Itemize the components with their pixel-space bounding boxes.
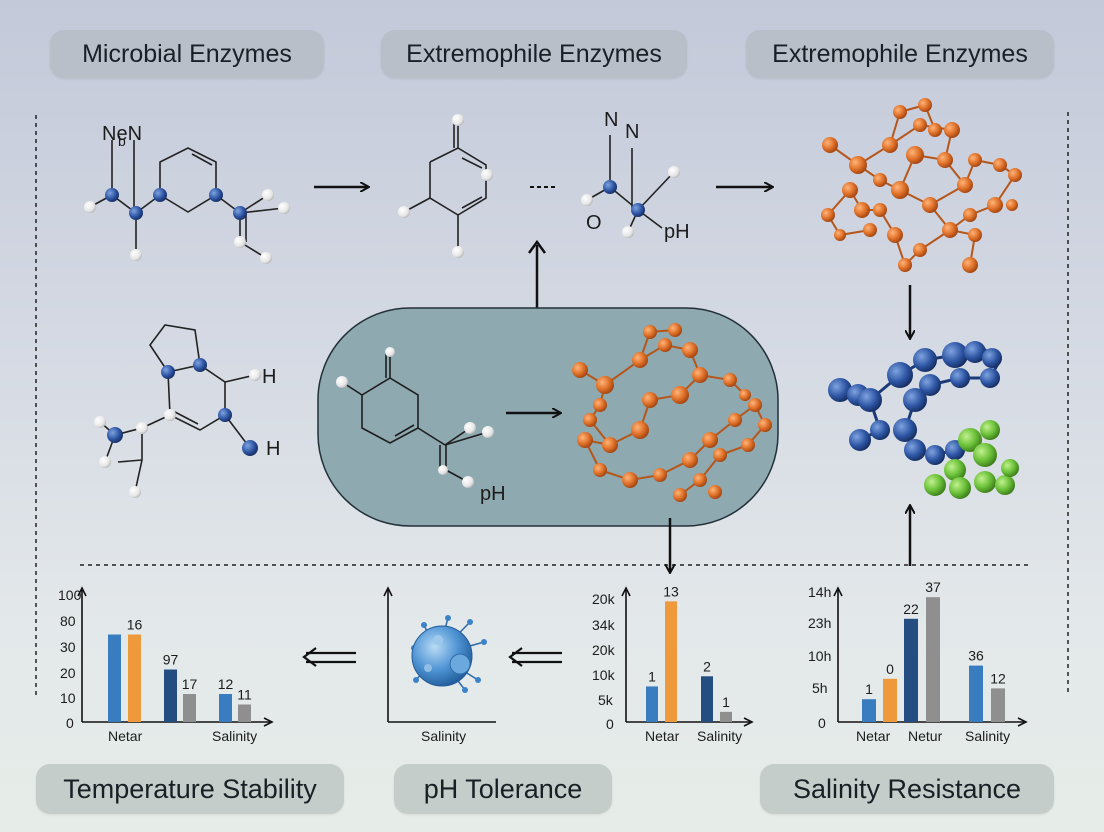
chart3-bar-label-0: 1 xyxy=(865,681,873,697)
chart2-bar-label-0: 1 xyxy=(648,668,656,684)
molecule-1-sublabel: b xyxy=(118,133,126,149)
double-arrow-left-2 xyxy=(508,647,562,667)
c3-ytick-2: 20k xyxy=(592,642,616,658)
molecule-3: N N O pH xyxy=(581,109,690,243)
c1-ytick-5: 0 xyxy=(66,715,74,731)
chart3-bar-label-4: 36 xyxy=(968,648,984,664)
protein-blue-green xyxy=(828,341,1019,499)
title-microbial-enzymes: Microbial Enzymes xyxy=(50,30,324,78)
middle-right-chart: 20k 34k 20k 10k 5k 0 1 13 2 1 Netar Salinit… xyxy=(592,583,754,744)
chart2-bar-1 xyxy=(665,601,677,722)
c3-ytick-5: 0 xyxy=(606,716,614,732)
c3-ytick-1: 34k xyxy=(592,617,616,633)
chart0-bar-label-4: 12 xyxy=(218,676,234,692)
chart0-bar-2 xyxy=(164,669,177,722)
chart3-bar-label-3: 37 xyxy=(925,579,941,595)
microbe-cell-icon xyxy=(411,615,487,693)
c4-ytick-2: 10h xyxy=(808,648,831,664)
dashed-frame xyxy=(35,112,1069,695)
c1-ytick-2: 30 xyxy=(60,639,76,655)
c1-ytick-1: 80 xyxy=(60,613,76,629)
c4-ytick-3: 5h xyxy=(812,680,828,696)
chart0-bar-label-5: 11 xyxy=(237,687,252,703)
capsule-label-ph: pH xyxy=(480,483,506,505)
c3-xtick-0: Netar xyxy=(645,728,680,744)
c4-xtick-1: Netur xyxy=(908,728,943,744)
chart0-bar-label-2: 97 xyxy=(163,652,179,668)
title-temperature-stability: Temperature Stability xyxy=(36,764,344,814)
molecule-1-label: NeN xyxy=(102,123,142,145)
chart2-bar-label-1: 13 xyxy=(663,583,679,599)
molecule-3-label-ph: pH xyxy=(664,221,690,243)
title-extremophile-enzymes-center: Extremophile Enzymes xyxy=(381,30,687,78)
c3-ytick-0: 20k xyxy=(592,591,616,607)
c4-ytick-0: 14h xyxy=(808,584,831,600)
c4-ytick-4: 0 xyxy=(818,715,826,731)
c4-xtick-2: Salinity xyxy=(965,728,1010,744)
title-salinity-resistance: Salinity Resistance xyxy=(760,764,1054,814)
c1-ytick-4: 10 xyxy=(60,690,76,706)
molecule-3-label-n1: N xyxy=(604,109,618,131)
c3-ytick-3: 10k xyxy=(592,667,616,683)
chart2-bar-label-3: 1 xyxy=(722,694,730,710)
chart2-bar-2 xyxy=(701,676,713,722)
chart2-bar-0 xyxy=(646,686,658,722)
c1-xtick-0: Netar xyxy=(108,728,143,744)
c1-ytick-3: 20 xyxy=(60,665,76,681)
c4-xtick-0: Netar xyxy=(856,728,891,744)
chart3-bar-2 xyxy=(904,618,918,722)
c2-xtick-0: Salinity xyxy=(421,728,466,744)
molecule-4-label-h1: H xyxy=(262,366,276,388)
c3-xtick-1: Salinity xyxy=(697,728,742,744)
chart0-bar-5 xyxy=(238,704,251,722)
chart3-bar-label-5: 12 xyxy=(990,670,1006,686)
molecule-3-label-n2: N xyxy=(625,121,639,143)
c1-ytick-0: 100 xyxy=(58,587,82,603)
chart2-bar-label-2: 2 xyxy=(703,658,711,674)
chart2-bar-3 xyxy=(720,711,732,722)
chart0-bar-1 xyxy=(128,634,141,722)
capsule-molecule: pH xyxy=(336,347,506,505)
ph-tolerance-chart: Salinity xyxy=(383,586,496,744)
protein-orange-capsule xyxy=(572,323,772,502)
molecule-4-label-h2: H xyxy=(266,438,280,460)
chart0-bar-label-3: 17 xyxy=(182,676,198,692)
chart3-bar-label-1: 0 xyxy=(886,661,894,677)
chart3-bar-5 xyxy=(991,688,1005,722)
molecule-4: H H xyxy=(94,324,280,498)
chart3-bar-label-2: 22 xyxy=(903,601,919,617)
title-ph-tolerance: pH Tolerance xyxy=(394,764,612,814)
c1-xtick-1: Salinity xyxy=(212,728,257,744)
chart0-bar-label-1: 16 xyxy=(127,617,143,633)
chart3-bar-3 xyxy=(926,597,940,722)
double-arrow-left-1 xyxy=(302,647,356,667)
c4-ytick-1: 23h xyxy=(808,615,831,631)
chart3-bar-1 xyxy=(883,678,897,722)
molecule-3-label-o: O xyxy=(586,212,602,234)
molecule-2 xyxy=(398,114,493,258)
chart3-bar-4 xyxy=(969,665,983,722)
chart3-bar-0 xyxy=(862,699,876,722)
molecule-1: NeN b xyxy=(84,123,290,264)
title-extremophile-enzymes-right: Extremophile Enzymes xyxy=(746,30,1054,78)
chart0-bar-3 xyxy=(183,694,196,722)
chart0-bar-0 xyxy=(108,634,121,722)
chart0-bar-4 xyxy=(219,694,232,722)
c3-ytick-4: 5k xyxy=(598,692,614,708)
protein-orange-top xyxy=(821,98,1022,273)
